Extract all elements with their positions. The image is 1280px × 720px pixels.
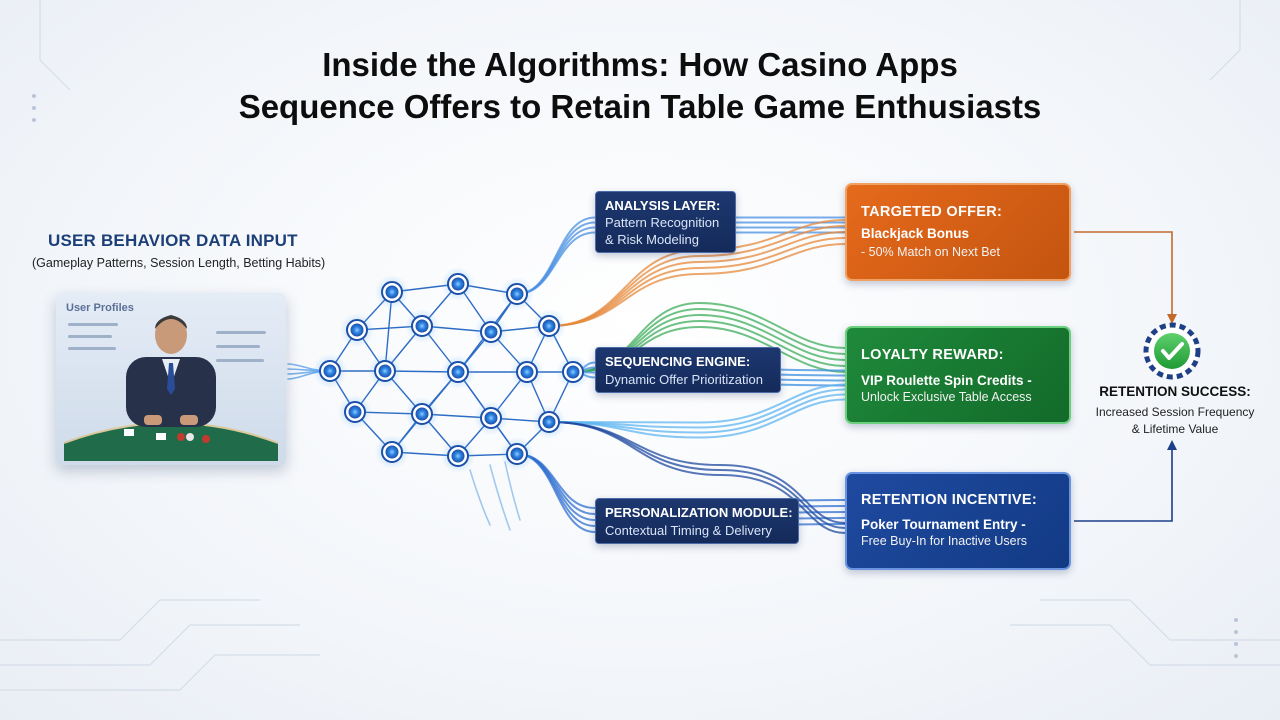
targeted-offer-detail: - 50% Match on Next Bet: [861, 245, 1000, 259]
network-node: [510, 447, 524, 461]
flow-line: [548, 243, 846, 327]
loyalty-reward-title: LOYALTY REWARD:: [861, 347, 1004, 363]
sequencing-engine-box: SEQUENCING ENGINE: Dynamic Offer Priorit…: [595, 347, 781, 393]
check-icon: [1143, 322, 1201, 380]
network-node: [378, 364, 392, 378]
network-node: [542, 319, 556, 333]
sequencing-engine-line1: Dynamic Offer Prioritization: [605, 372, 763, 387]
personalization-module-title: PERSONALIZATION MODULE:: [605, 505, 793, 520]
flow-line: [548, 388, 846, 429]
personalization-module-line1: Contextual Timing & Delivery: [605, 523, 772, 538]
flow-line: [548, 393, 846, 434]
loyalty-reward-card: LOYALTY REWARD: VIP Roulette Spin Credit…: [845, 326, 1071, 424]
flow-line: [504, 461, 521, 521]
retention-success-line2: & Lifetime Value: [1131, 422, 1219, 436]
targeted-offer-name: Blackjack Bonus: [861, 226, 970, 241]
network-node: [451, 277, 465, 291]
flow-line: [548, 421, 846, 534]
network-node: [510, 287, 524, 301]
profile-line: [216, 359, 264, 362]
title-line-1: Inside the Algorithms: How Casino Apps: [322, 46, 958, 83]
flow-line: [548, 225, 846, 327]
flow-line: [489, 464, 511, 531]
arrowhead-bottom: [1167, 440, 1177, 450]
retention-success-line1: Increased Session Frequency: [1095, 405, 1255, 419]
title-line-2: Sequence Offers to Retain Table Game Ent…: [238, 88, 1042, 125]
loyalty-reward-name: VIP Roulette Spin Credits -: [861, 373, 1032, 388]
network-node: [484, 325, 498, 339]
network-node: [451, 365, 465, 379]
flow-line: [548, 237, 846, 327]
analysis-layer-title: ANALYSIS LAYER:: [605, 198, 721, 213]
flow-line: [548, 398, 846, 439]
input-subheading: (Gameplay Patterns, Session Length, Bett…: [32, 256, 326, 270]
retention-incentive-title: RETENTION INCENTIVE:: [861, 492, 1037, 508]
network-node: [451, 449, 465, 463]
input-heading: USER BEHAVIOR DATA INPUT: [48, 231, 298, 250]
targeted-offer-title: TARGETED OFFER:: [861, 204, 1003, 220]
profile-line: [68, 323, 118, 326]
arrow-bottom-to-result: [1074, 446, 1173, 522]
profile-line: [216, 331, 266, 334]
network-node: [323, 364, 337, 378]
personalization-module-box: PERSONALIZATION MODULE: Contextual Timin…: [595, 498, 799, 544]
retention-success-detail: Increased Session Frequency & Lifetime V…: [1080, 404, 1270, 438]
network-node: [520, 365, 534, 379]
player-at-table-illustration: [63, 315, 279, 461]
profile-line: [68, 347, 116, 350]
analysis-layer-line2: & Risk Modeling: [605, 232, 699, 247]
network-node: [350, 323, 364, 337]
network-node: [484, 411, 498, 425]
profile-line: [216, 345, 260, 348]
profile-line: [68, 335, 112, 338]
network-node: [566, 365, 580, 379]
network-node: [385, 285, 399, 299]
analysis-layer-line1: Pattern Recognition: [605, 215, 720, 230]
retention-success-title: RETENTION SUCCESS:: [1099, 384, 1251, 399]
analysis-layer-box: ANALYSIS LAYER: Pattern Recognition & Ri…: [595, 191, 736, 253]
page-title: Inside the Algorithms: How Casino Apps S…: [0, 44, 1280, 128]
loyalty-reward-detail: Unlock Exclusive Table Access: [861, 390, 1032, 404]
arrow-top-to-result: [1074, 231, 1173, 318]
sequencing-engine-title: SEQUENCING ENGINE:: [605, 354, 751, 369]
network-node: [415, 407, 429, 421]
flow-line: [548, 383, 846, 424]
profile-card-title: User Profiles: [66, 302, 134, 314]
network-node: [348, 405, 362, 419]
user-profile-card: User Profiles: [56, 293, 286, 465]
circuit-decoration: [0, 0, 1280, 691]
flow-line: [548, 231, 846, 327]
flow-line: [469, 469, 491, 526]
network-node: [385, 445, 399, 459]
retention-incentive-card: RETENTION INCENTIVE: Poker Tournament En…: [845, 472, 1071, 570]
retention-incentive-name: Poker Tournament Entry -: [861, 517, 1026, 532]
network-node: [415, 319, 429, 333]
network-node: [542, 415, 556, 429]
retention-incentive-detail: Free Buy-In for Inactive Users: [861, 534, 1028, 548]
arrowhead-top: [1167, 314, 1177, 324]
targeted-offer-card: TARGETED OFFER: Blackjack Bonus - 50% Ma…: [845, 183, 1071, 281]
